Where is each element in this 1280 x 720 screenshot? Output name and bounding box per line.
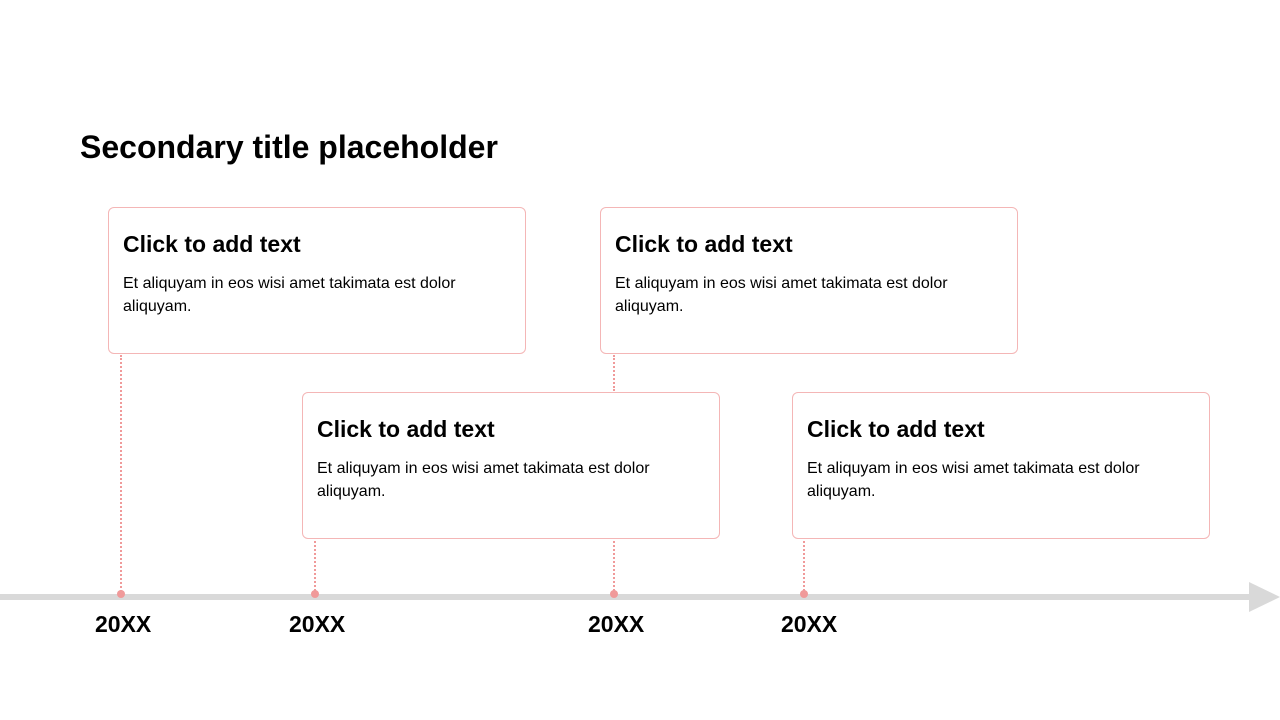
timeline-dot-4 xyxy=(800,590,808,598)
timeline-dot-1 xyxy=(117,590,125,598)
event-card-3[interactable]: Click to add text Et aliquyam in eos wis… xyxy=(600,207,1018,354)
slide-title: Secondary title placeholder xyxy=(80,129,498,165)
year-label-1[interactable]: 20XX xyxy=(95,611,152,637)
event-card-heading[interactable]: Click to add text xyxy=(615,231,793,257)
event-card-body[interactable]: Et aliquyam in eos wisi amet takimata es… xyxy=(123,275,456,315)
timeline-axis-line xyxy=(0,594,1252,600)
connector-2 xyxy=(314,541,316,595)
event-card-2[interactable]: Click to add text Et aliquyam in eos wis… xyxy=(302,392,720,539)
event-card-heading[interactable]: Click to add text xyxy=(317,416,495,442)
timeline-arrow-icon xyxy=(1249,582,1280,612)
event-card-1[interactable]: Click to add text Et aliquyam in eos wis… xyxy=(108,207,526,354)
connector-4 xyxy=(803,541,805,595)
event-card-4[interactable]: Click to add text Et aliquyam in eos wis… xyxy=(792,392,1210,539)
timeline-dot-3 xyxy=(610,590,618,598)
event-card-body[interactable]: Et aliquyam in eos wisi amet takimata es… xyxy=(807,460,1140,500)
connector-3b xyxy=(613,541,615,595)
connector-3a xyxy=(613,355,615,391)
connector-1 xyxy=(120,355,122,595)
event-card-body[interactable]: Et aliquyam in eos wisi amet takimata es… xyxy=(615,275,948,315)
event-card-body[interactable]: Et aliquyam in eos wisi amet takimata es… xyxy=(317,460,650,500)
year-label-3[interactable]: 20XX xyxy=(588,611,645,637)
timeline-dot-2 xyxy=(311,590,319,598)
event-card-heading[interactable]: Click to add text xyxy=(807,416,985,442)
year-label-4[interactable]: 20XX xyxy=(781,611,838,637)
event-card-heading[interactable]: Click to add text xyxy=(123,231,301,257)
year-label-2[interactable]: 20XX xyxy=(289,611,346,637)
